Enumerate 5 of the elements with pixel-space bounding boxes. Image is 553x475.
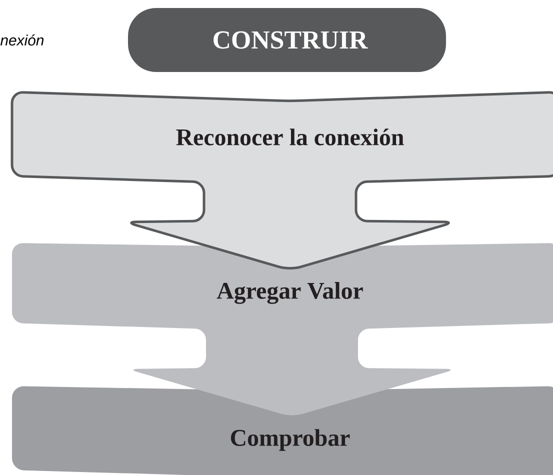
band-box: Comprobar xyxy=(12,386,553,475)
arrow-banner: Reconocer la conexión xyxy=(10,91,553,270)
caption-text: nexión xyxy=(0,34,44,46)
arrow-banner: Agregar Valor xyxy=(12,243,553,416)
pill-banner: CONSTRUIR xyxy=(128,8,446,72)
